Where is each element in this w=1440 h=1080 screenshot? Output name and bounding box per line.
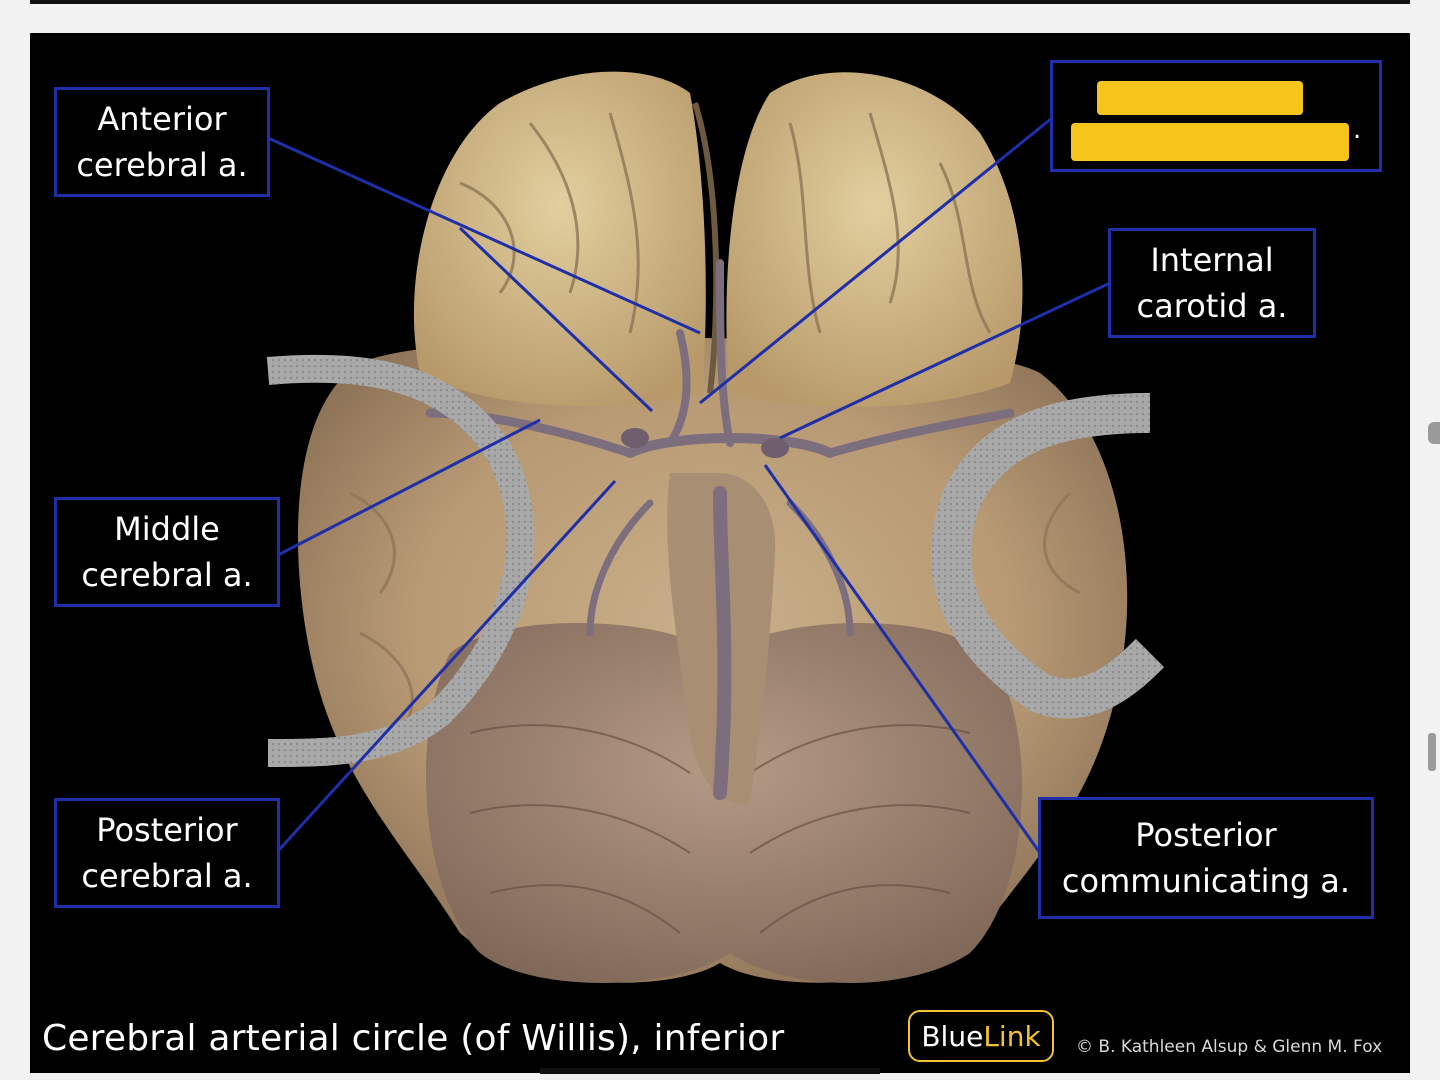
right-retractor: [931, 393, 1165, 719]
slide-caption: Cerebral arterial circle (of Willis), in…: [42, 1018, 785, 1059]
brand-accent: Link: [983, 1019, 1041, 1053]
window-top-edge: [30, 0, 1410, 4]
label-posterior-cerebral-artery: Posterior cerebral a.: [54, 798, 280, 908]
label-text: Posterior communicating a.: [1061, 816, 1351, 900]
redacted-label: .: [1050, 60, 1382, 172]
label-anterior-cerebral-artery: Anterior cerebral a.: [54, 87, 270, 197]
label-text: Middle cerebral a.: [81, 510, 253, 594]
brain-specimen-image: [266, 71, 1165, 983]
label-text: Posterior cerebral a.: [81, 811, 253, 895]
label-text: Internal carotid a.: [1136, 241, 1288, 325]
cerebellum: [426, 623, 1023, 983]
yellow-redaction-stroke: [1071, 123, 1349, 161]
leader-lines: [267, 116, 1111, 854]
window-bottom-edge: [540, 1068, 880, 1074]
anatomy-slide: Anterior cerebral a. . Internal carotid …: [30, 33, 1410, 1073]
copyright-notice: © B. Kathleen Alsup & Glenn M. Fox: [1076, 1037, 1383, 1057]
brand-prefix: Blue: [921, 1019, 984, 1053]
label-internal-carotid-artery: Internal carotid a.: [1108, 228, 1316, 338]
label-middle-cerebral-artery: Middle cerebral a.: [54, 497, 280, 607]
label-text: Anterior cerebral a.: [76, 100, 248, 184]
left-frontal-lobe: [413, 71, 706, 407]
basilar-artery: [713, 486, 732, 800]
label-posterior-communicating-artery: Posterior communicating a.: [1038, 797, 1374, 919]
scroll-handle-upper[interactable]: [1428, 422, 1440, 444]
scrollbar-thumb[interactable]: [1428, 733, 1436, 771]
yellow-redaction-stroke: [1097, 81, 1303, 115]
label-trailing-period: .: [1353, 115, 1362, 145]
right-frontal-lobe: [726, 72, 1023, 407]
